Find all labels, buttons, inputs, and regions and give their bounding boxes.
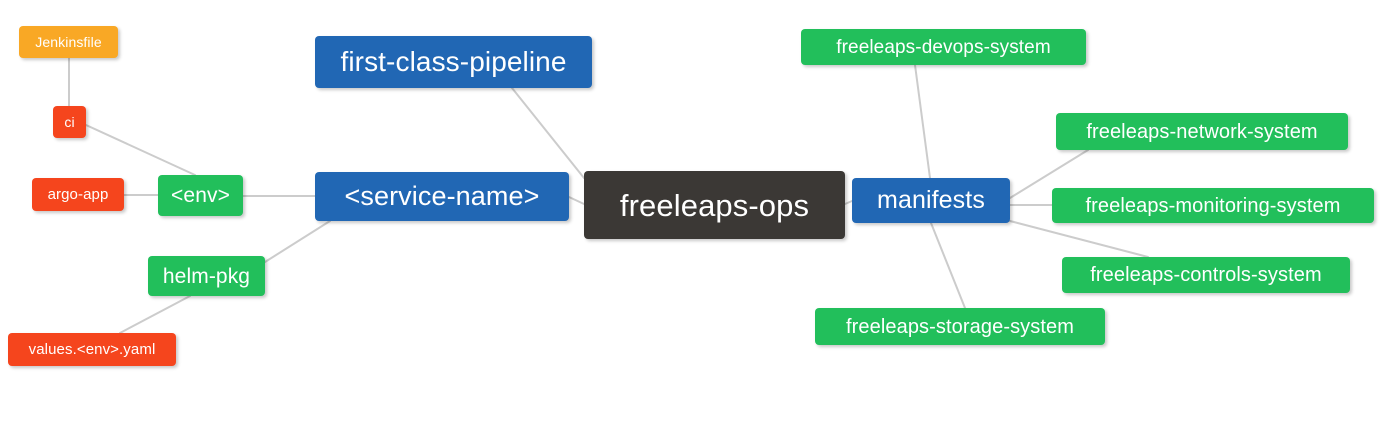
node-helm-pkg[interactable]: helm-pkg	[148, 256, 265, 296]
node-freeleaps-network-system[interactable]: freeleaps-network-system	[1056, 113, 1348, 150]
edge-freeleaps-ops-to-manifests	[844, 200, 853, 205]
node-service-name[interactable]: <service-name>	[315, 172, 569, 221]
node-label-values-env-yaml: values.<env>.yaml	[28, 341, 156, 358]
node-label-manifests: manifests	[877, 186, 985, 214]
node-jenkinsfile[interactable]: Jenkinsfile	[19, 26, 118, 58]
node-label-helm-pkg: helm-pkg	[162, 264, 251, 288]
edge-helm-pkg-to-values-env-yaml	[119, 295, 191, 334]
node-first-class-pipeline[interactable]: first-class-pipeline	[315, 36, 592, 88]
node-env[interactable]: <env>	[158, 175, 243, 216]
node-freeleaps-ops[interactable]: freeleaps-ops	[584, 171, 845, 239]
node-ci[interactable]: ci	[53, 106, 86, 138]
node-label-argo-app: argo-app	[47, 186, 109, 203]
node-freeleaps-controls-system[interactable]: freeleaps-controls-system	[1062, 257, 1350, 293]
node-label-jenkinsfile: Jenkinsfile	[35, 34, 102, 50]
node-label-env: <env>	[171, 184, 230, 207]
node-label-freeleaps-storage-system: freeleaps-storage-system	[845, 315, 1075, 338]
node-label-freeleaps-network-system: freeleaps-network-system	[1086, 120, 1318, 143]
edge-manifests-to-freeleaps-storage-system	[930, 222, 966, 309]
node-freeleaps-devops-system[interactable]: freeleaps-devops-system	[801, 29, 1086, 65]
edge-service-name-to-helm-pkg	[264, 220, 331, 263]
edge-manifests-to-freeleaps-controls-system	[1009, 220, 1149, 258]
edge-env-to-ci	[85, 124, 196, 176]
node-argo-app[interactable]: argo-app	[32, 178, 124, 211]
node-label-freeleaps-monitoring-system: freeleaps-monitoring-system	[1085, 194, 1341, 217]
node-label-first-class-pipeline: first-class-pipeline	[340, 46, 567, 77]
edge-freeleaps-ops-to-service-name	[568, 196, 585, 205]
edge-freeleaps-ops-to-first-class-pipeline	[511, 87, 585, 179]
node-manifests[interactable]: manifests	[852, 178, 1010, 223]
node-label-ci: ci	[64, 114, 75, 130]
node-freeleaps-monitoring-system[interactable]: freeleaps-monitoring-system	[1052, 188, 1374, 223]
node-label-freeleaps-ops: freeleaps-ops	[619, 187, 810, 223]
edge-manifests-to-freeleaps-devops-system	[914, 64, 931, 179]
node-freeleaps-storage-system[interactable]: freeleaps-storage-system	[815, 308, 1105, 345]
node-label-service-name: <service-name>	[344, 181, 540, 211]
node-values-env-yaml[interactable]: values.<env>.yaml	[8, 333, 176, 366]
node-label-freeleaps-devops-system: freeleaps-devops-system	[836, 36, 1051, 58]
node-label-freeleaps-controls-system: freeleaps-controls-system	[1090, 264, 1322, 286]
